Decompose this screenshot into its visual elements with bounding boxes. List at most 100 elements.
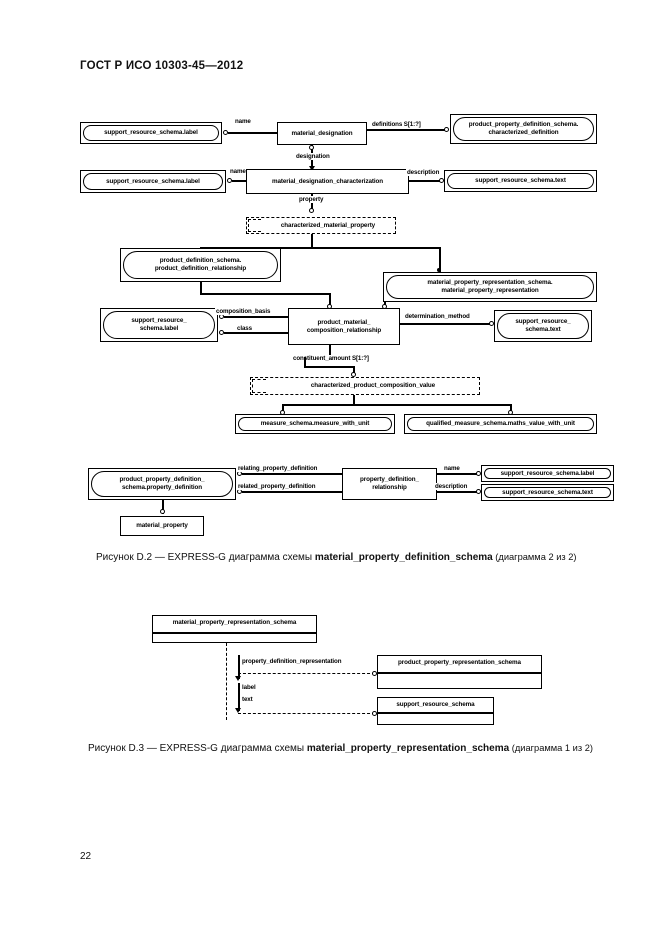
edge-line [200, 293, 330, 295]
arrow-head [235, 676, 241, 681]
edge-line [162, 500, 164, 514]
relation-circle [439, 178, 444, 183]
edge-line [232, 180, 246, 182]
figure-d3-caption: Рисунок D.3 — EXPRESS-G диаграмма схемы … [88, 743, 593, 754]
edge-line [282, 404, 284, 412]
relation-circle [160, 509, 165, 514]
entity-material-designation-characterization: material_designation_characterization [246, 169, 409, 194]
edge-line [311, 234, 313, 248]
schema-divider [152, 632, 317, 634]
edge-label-designation: designation [295, 153, 331, 160]
page-header: ГОСТ Р ИСО 10303-45—2012 [80, 60, 244, 72]
entity-label: qualified_measure_schema.maths_value_wit… [407, 417, 594, 431]
entity-support-resource-schema-label-1: support_resource_schema.label [80, 122, 222, 144]
edge-line [238, 683, 240, 711]
entity-label: material_property_representation_schema.… [386, 275, 594, 299]
entity-support-resource-schema-label-2: support_resource_schema.label [80, 170, 226, 193]
relation-circle [223, 130, 228, 135]
edge-label-name-1: name [234, 118, 252, 125]
edge-label-name-3: name [443, 465, 461, 472]
entity-characterized-definition: product_property_definition_schema. char… [450, 114, 597, 144]
edge-label-property-definition-representation: property_definition_representation [241, 658, 343, 665]
entity-support-resource-schema-text-3: support_resource_schema.text [481, 484, 614, 501]
edge-line [400, 323, 490, 325]
relation-circle [444, 127, 449, 132]
caption-suffix: (диаграмма 1 из 2) [509, 743, 593, 753]
relation-circle [489, 321, 494, 326]
edge-label-property: property [298, 196, 325, 203]
entity-label: support_resource_ schema.label [103, 311, 215, 339]
caption-schema: material_property_representation_schema [306, 743, 510, 754]
caption-prefix: Рисунок D.2 — EXPRESS-G диаграмма схемы [96, 552, 315, 563]
schema-divider [377, 712, 494, 714]
entity-support-resource-schema-label-4: support_resource_schema.label [481, 465, 614, 482]
relation-circle [476, 489, 481, 494]
entity-product-material-composition-relationship: product_material_ composition_relationsh… [288, 308, 400, 345]
entity-characterized-material-property: characterized_material_property [246, 217, 396, 234]
edge-label-composition-basis: composition_basis [215, 308, 272, 315]
entity-label: support_resource_schema.label [484, 468, 611, 479]
edge-label-description-2: description [434, 483, 469, 490]
edge-label-determination-method: determination_method [404, 313, 471, 320]
edge-label-name-2: name [229, 168, 247, 175]
edge-line [282, 404, 511, 406]
entity-label: product_property_definition_schema. char… [453, 117, 594, 141]
schema-divider [377, 672, 542, 674]
edge-line [200, 247, 440, 249]
figure-d2-diagram: support_resource_schema.label name mater… [80, 114, 614, 536]
edge-line [367, 129, 445, 131]
relation-circle [372, 671, 377, 676]
relation-circle [351, 372, 356, 377]
edge-line [228, 132, 277, 134]
entity-label: product_property_definition_ schema.prop… [91, 471, 233, 497]
edge-label-label: label [241, 684, 257, 691]
edge-line [224, 332, 288, 334]
edge-label-description-1: description [406, 169, 441, 176]
entity-product-definition-relationship: product_definition_schema. product_defin… [120, 248, 281, 282]
entity-label: measure_schema.measure_with_unit [238, 417, 392, 431]
entity-support-resource-schema: support_resource_schema [377, 697, 494, 725]
relation-circle [309, 145, 314, 150]
edge-label-relating-property-definition: relating_property_definition [237, 465, 319, 472]
edge-line [238, 673, 375, 674]
entity-maths-value-with-unit: qualified_measure_schema.maths_value_wit… [404, 414, 597, 434]
caption-prefix: Рисунок D.3 — EXPRESS-G диаграмма схемы [88, 743, 307, 754]
entity-support-resource-schema-text-2: support_resource_ schema.text [494, 310, 592, 342]
edge-line [329, 345, 331, 357]
entity-label: support_resource_schema.label [83, 173, 223, 190]
entity-characterized-product-composition-value: characterized_product_composition_value [250, 377, 480, 395]
relation-circle [309, 208, 314, 213]
entity-label: product_definition_schema. product_defin… [123, 251, 278, 279]
caption-suffix: (диаграмма 2 из 2) [492, 552, 577, 562]
relation-circle [227, 178, 232, 183]
relation-circle [219, 330, 224, 335]
edge-line [242, 491, 342, 493]
edge-line [437, 491, 477, 493]
entity-property-definition: product_property_definition_ schema.prop… [88, 468, 236, 500]
entity-material-property: material_property [120, 516, 204, 536]
supertype-marker [252, 379, 266, 393]
entity-support-resource-schema-text-1: support_resource_schema.text [444, 170, 597, 192]
relation-circle [372, 711, 377, 716]
edge-line [304, 366, 354, 368]
edge-label-text: text [241, 696, 254, 703]
edge-label-class: class [236, 325, 253, 332]
edge-line [200, 282, 202, 294]
edge-label-related-property-definition: related_property_definition [237, 483, 317, 490]
entity-material-property-representation-schema: material_property_representation_schema [152, 615, 317, 643]
edge-line [311, 194, 313, 212]
edge-line [238, 713, 375, 714]
page-number: 22 [80, 851, 92, 862]
edge-line [353, 366, 355, 374]
entity-label: support_resource_ schema.text [497, 313, 589, 339]
edge-line [409, 180, 440, 182]
supertype-marker [248, 219, 261, 232]
edge-label-constituent-amount: constituent_amount S[1:?] [292, 355, 370, 362]
edge-line [226, 643, 227, 720]
entity-material-property-representation: material_property_representation_schema.… [383, 272, 597, 302]
figure-d3-diagram: material_property_representation_schema … [152, 615, 542, 725]
entity-support-resource-schema-label-3: support_resource_ schema.label [100, 308, 218, 342]
edge-line [304, 357, 306, 367]
figure-d2-caption: Рисунок D.2 — EXPRESS-G диаграмма схемы … [96, 552, 577, 563]
